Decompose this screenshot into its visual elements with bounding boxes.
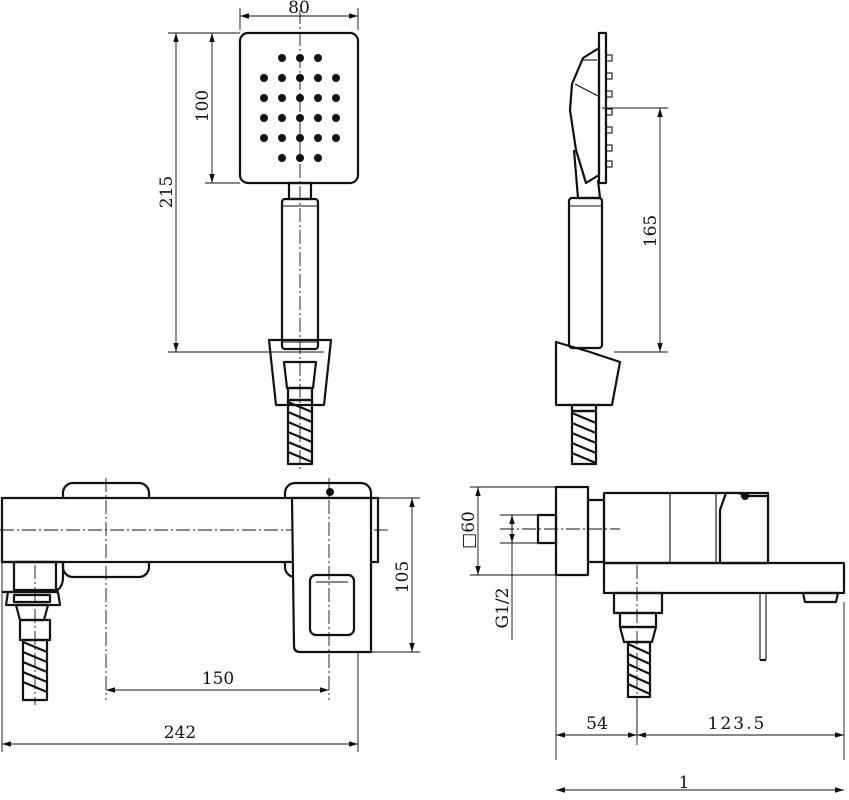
nozzle-dot [260,114,268,122]
coil-stroke [571,421,597,435]
dim-label-total: 1 [679,773,690,793]
nozzle-dot [332,134,340,142]
nozzle-dot [278,94,286,102]
dim-label-215: 215 [157,176,177,208]
nozzle-dot [278,114,286,122]
dimension-80: 80 [239,0,359,30]
coil-stroke [627,642,651,656]
mixer-side-view [500,485,846,740]
dimension-215: 215 [157,32,276,353]
nozzle-dot [260,94,268,102]
side-nozzle [605,108,613,116]
dim-label-g12: G1/2 [493,588,513,629]
spray-nozzles [260,54,340,162]
nozzle-dot [260,134,268,142]
side-nozzle [605,72,613,80]
dimension-60: □60 [459,486,556,576]
mixer-front-view [0,478,390,705]
coil-stroke [571,451,597,465]
nozzle-dot [314,154,322,162]
nozzle-dot [332,114,340,122]
nozzle-dot [278,134,286,142]
side-nozzles [605,54,613,168]
coil-stroke [627,672,651,686]
coil-stroke [22,640,48,654]
coil-stroke [571,441,597,455]
nozzle-dot [314,54,322,62]
dim-label-54: 54 [586,714,608,734]
coil-stroke [627,682,651,696]
side-mixer-hose-coil [627,642,651,696]
nozzle-dot [314,74,322,82]
side-hose-coil [571,411,597,465]
nozzle-dot [260,74,268,82]
handshower-side-view [554,31,622,466]
side-nozzle [605,90,613,98]
dim-label-60: □60 [459,511,479,549]
dim-label-165: 165 [641,215,661,247]
handshower-front-view [238,10,360,470]
dimension-total-depth: 1 [556,773,844,793]
nozzle-dot [314,114,322,122]
dim-label-80: 80 [288,0,310,18]
coil-stroke [287,440,313,454]
dimension-g12: G1/2 [493,514,538,640]
nozzle-dot [278,74,286,82]
nozzle-dot [296,114,304,122]
side-nozzle [605,126,613,134]
dimension-165: 165 [602,107,668,353]
dimension-100: 100 [193,32,240,184]
side-nozzle [605,144,613,152]
dimension-150: 150 [106,669,329,693]
dimension-242: 242 [1,562,359,752]
dim-label-123-5: 123.5 [708,714,767,734]
coil-stroke [571,431,597,445]
nozzle-dot [314,94,322,102]
dimension-54: 54 [555,575,638,760]
coil-stroke [571,411,597,425]
coil-stroke [287,420,313,434]
coil-stroke [627,662,651,676]
nozzle-dot [296,154,304,162]
nozzle-dot [278,54,286,62]
coil-stroke [627,652,651,666]
nozzle-dot [332,94,340,102]
nozzle-dot [278,154,286,162]
dim-label-105: 105 [393,561,413,593]
side-nozzle [605,54,613,62]
dim-label-150: 150 [202,669,234,689]
dim-label-242: 242 [164,723,196,743]
dimension-105: 105 [372,497,420,653]
dim-label-100: 100 [193,90,213,122]
nozzle-dot [314,134,322,142]
dimension-123-5: 123.5 [637,602,845,760]
nozzle-dot [332,74,340,82]
side-nozzle [605,160,613,168]
